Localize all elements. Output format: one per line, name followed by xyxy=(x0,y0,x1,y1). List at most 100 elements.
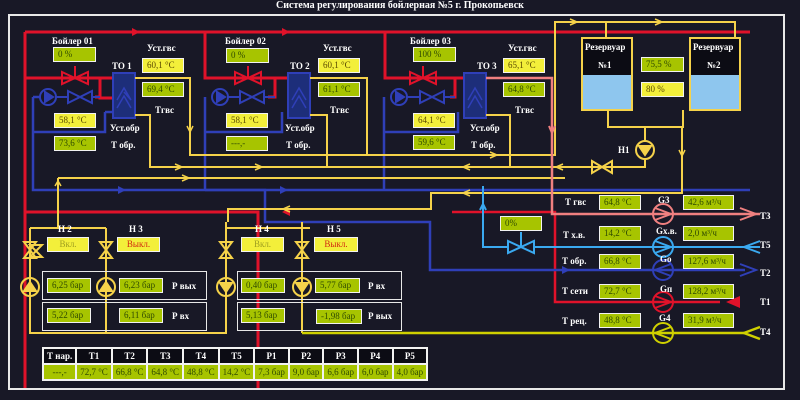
h5-p-out-value: -1,98 бар xyxy=(316,309,362,324)
page-title: Система регулирования бойлерная №5 г. Пр… xyxy=(276,0,524,11)
line-rec-t-value: 48,8 °С xyxy=(599,313,641,328)
flow-meters xyxy=(652,203,674,344)
line-seti-t-value: 72,7 °С xyxy=(599,284,641,299)
summary-value: 4,0 бар xyxy=(393,365,427,379)
summary-header: Т2 xyxy=(112,349,147,363)
line-hv-flow-label: Gх.в. xyxy=(656,226,677,236)
summary-value: 72,7 °С xyxy=(77,365,111,379)
line-seti-flow-label: Gп xyxy=(660,284,673,294)
pressure-group-left-in xyxy=(42,302,207,331)
h3-p-in-value: 6,11 бар xyxy=(119,308,163,323)
pressure-group-right-in xyxy=(237,271,402,300)
t-obr-1-value: 73,6 °С xyxy=(54,136,96,151)
pump-h3-state[interactable]: Выкл. xyxy=(117,237,160,252)
h2-p-in-value: 5,22 бар xyxy=(47,308,91,323)
t-gvs-3-value: 64,8 °С xyxy=(503,82,545,97)
boiler-02-valve-value[interactable]: 0 % xyxy=(226,48,269,63)
p-out-right-label: Р вых xyxy=(368,311,393,321)
boiler-03-label: Бойлер 03 xyxy=(410,36,451,46)
pump-h4-state[interactable]: Вкл. xyxy=(241,237,284,252)
ust-obr-3-value[interactable]: 64,1 °С xyxy=(413,113,455,128)
tank-level-1-value: 75,5 % xyxy=(641,57,684,72)
tank-1-label: Резервуар xyxy=(585,42,626,52)
out-t3-label: Т3 xyxy=(760,211,771,221)
tank-level-2-value[interactable]: 80 % xyxy=(641,82,684,97)
cold-water-line xyxy=(479,186,761,255)
pump-h5-state[interactable]: Выкл. xyxy=(314,237,358,252)
ust-gvs-1-label: Уст.гвс xyxy=(147,43,176,53)
summary-header: Р5 xyxy=(393,349,427,363)
line-rec-flow-label: G4 xyxy=(659,313,671,323)
out-t2-label: Т2 xyxy=(760,268,771,278)
line-obr-flow-value: 127,6 м³/ч xyxy=(683,254,734,269)
pump-h3-label: Н 3 xyxy=(129,224,143,234)
line-gvs-flow-value: 42,6 м³/ч xyxy=(683,195,734,210)
line-rec-flow-value: 31,9 м³/ч xyxy=(683,313,734,328)
scheme-frame xyxy=(8,14,785,390)
t-obr-3-label: Т обр. xyxy=(471,140,496,150)
summary-header: Т нар. xyxy=(44,349,76,363)
summary-table: Т нар. Т1 Т2 Т3 Т4 Т5 Р1 Р2 Р3 Р4 Р5 ---… xyxy=(42,347,429,381)
t-gvs-2-value: 61,1 °С xyxy=(318,82,360,97)
p-out-left-label: Р вых xyxy=(172,281,197,291)
tank-2-label: Резервуар xyxy=(693,42,734,52)
hx-2-label: ТО 2 xyxy=(290,61,310,71)
p-in-left-label: Р вх xyxy=(172,311,190,321)
summary-header-row: Т нар. Т1 Т2 Т3 Т4 Т5 Р1 Р2 Р3 Р4 Р5 xyxy=(44,349,427,363)
summary-header: Т5 xyxy=(219,349,254,363)
out-t1-label: Т1 xyxy=(760,297,771,307)
t-gvs-3-label: Тгвс xyxy=(515,105,535,115)
ust-gvs-1-value[interactable]: 60,1 °С xyxy=(142,58,184,73)
summary-value: 6,0 бар xyxy=(358,365,392,379)
summary-value: 64,8 °С xyxy=(148,365,183,379)
ust-obr-1-value[interactable]: 58,1 °С xyxy=(54,113,96,128)
line-hv-flow-value: 2,0 м³/ч xyxy=(683,226,734,241)
cold-valve-value[interactable]: 0% xyxy=(500,216,542,231)
t-obr-3-value: 59,6 °С xyxy=(413,135,455,150)
ust-gvs-3-label: Уст.гвс xyxy=(508,43,537,53)
ust-gvs-3-value[interactable]: 65,1 °С xyxy=(503,58,545,73)
ust-gvs-2-value[interactable]: 60,1 °С xyxy=(318,58,360,73)
h5-p-in-value: 5,77 бар xyxy=(315,278,360,293)
hx-coils xyxy=(116,86,483,109)
hx-1-label: ТО 1 xyxy=(112,61,132,71)
pump-h1-label: Н1 xyxy=(618,145,630,155)
pump-h4-label: Н 4 xyxy=(255,224,269,234)
summary-header: Р4 xyxy=(358,349,392,363)
ust-obr-3-label: Уст.обр xyxy=(470,123,500,133)
line-gvs-t-label: Т гвс xyxy=(565,197,587,207)
network-pumps xyxy=(20,241,312,297)
return-arrows xyxy=(118,186,570,274)
p-in-right-label: Р вх xyxy=(368,281,386,291)
pump-h2-state[interactable]: Вкл. xyxy=(47,237,89,252)
t-obr-2-value: ---,- xyxy=(226,136,268,151)
boiler-01-valve-value[interactable]: 0 % xyxy=(53,47,96,62)
tank-pump-h1 xyxy=(591,140,655,175)
ust-obr-1-label: Уст.обр xyxy=(110,123,140,133)
t-gvs-1-value: 69,4 °С xyxy=(142,82,184,97)
line-obr-t-value: 66,8 °С xyxy=(599,254,641,269)
tank-1-number: №1 xyxy=(598,60,612,70)
ust-obr-2-label: Уст.обр xyxy=(285,123,315,133)
line-seti-t-label: Т сети xyxy=(562,286,588,296)
pump-h2-label: Н 2 xyxy=(58,224,72,234)
pressure-group-right-out xyxy=(237,302,402,331)
tanks xyxy=(581,37,741,111)
boiler-03-valve-value[interactable]: 100 % xyxy=(413,47,456,62)
summary-header: Т3 xyxy=(148,349,183,363)
summary-header: Т4 xyxy=(184,349,218,363)
boiler-pumps xyxy=(39,88,445,106)
line-obr-t-label: Т обр. xyxy=(562,256,587,266)
ust-gvs-2-label: Уст.гвс xyxy=(323,43,352,53)
line-obr-flow-label: Gо xyxy=(660,254,672,264)
out-t5-label: Т5 xyxy=(760,240,771,250)
summary-value-row: ---,- 72,7 °С 66,8 °С 64,8 °С 48,8 °С 14… xyxy=(44,365,427,379)
line-rec-t-label: Т рец. xyxy=(562,316,587,326)
ust-obr-2-value[interactable]: 58,1 °С xyxy=(226,113,268,128)
summary-value: 66,8 °С xyxy=(112,365,147,379)
line-seti-flow-value: 128,2 м³/ч xyxy=(683,284,734,299)
summary-header: Р3 xyxy=(324,349,357,363)
t-obr-2-label: Т обр. xyxy=(286,140,311,150)
hx-3-label: ТО 3 xyxy=(477,61,497,71)
